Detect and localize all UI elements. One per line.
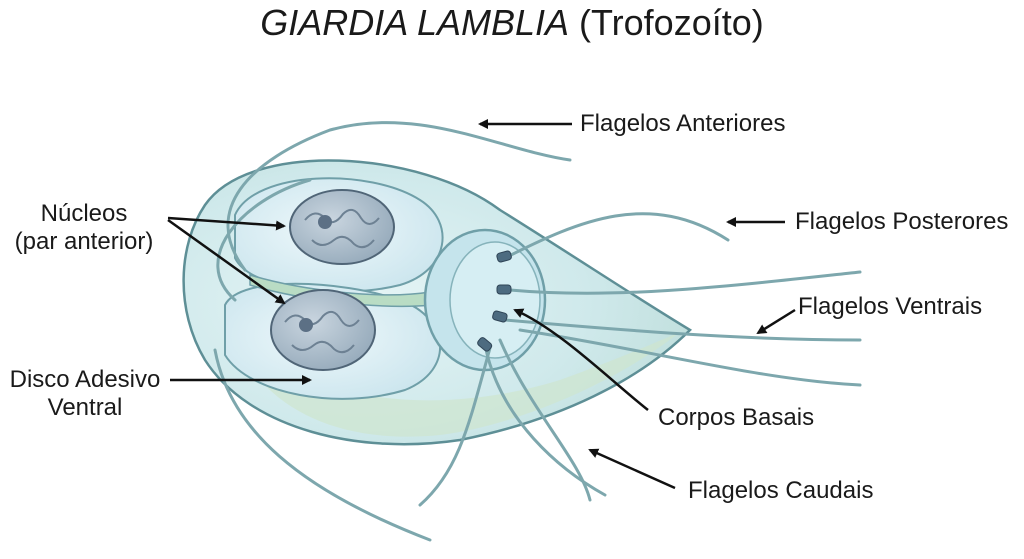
ventral-flagellum-2: [503, 318, 862, 342]
anterior-flagellum-upper: [226, 121, 572, 272]
arrow-nucleos-upper: [167, 216, 286, 231]
ventral-flagellum-3: [518, 328, 862, 387]
label-flagelos-anteriores: Flagelos Anteriores: [580, 110, 786, 137]
label-disco-line1: Disco Adesivo: [9, 366, 161, 393]
title-stage: (Trofozoíto): [579, 2, 764, 43]
caudal-flagellum-2: [418, 346, 492, 507]
label-disco-adesivo: Disco Adesivo Ventral: [0, 366, 170, 422]
caudal-flagellum-4: [498, 338, 592, 502]
anterior-flagellum-lower: [216, 178, 312, 302]
label-nucleos: Núcleos (par anterior): [2, 200, 166, 256]
label-disco-line2: Ventral: [47, 394, 123, 421]
basal-body-region: [423, 228, 547, 372]
title-scientific-name: GIARDIA LAMBLIA: [260, 2, 570, 43]
caudal-flagellum-1: [483, 343, 607, 497]
label-nucleos-line1: Núcleos: [40, 200, 128, 227]
label-corpos-basais: Corpos Basais: [658, 404, 815, 431]
page-title: GIARDIA LAMBLIA (Trofozoíto): [0, 2, 1024, 44]
label-arrows: [167, 119, 796, 490]
ventral-flagellum-1: [508, 270, 862, 295]
label-flagelos-ventrais: Flagelos Ventrais: [798, 293, 983, 320]
label-flagelos-posteriores: Flagelos Posterores: [795, 208, 1009, 235]
basal-bodies: [477, 250, 512, 352]
arrow-flagelos-ventrais: [756, 308, 796, 335]
label-nucleos-line2: (par anterior): [14, 228, 154, 255]
posterior-flagellum: [503, 212, 730, 260]
arrow-flagelos-caudais: [588, 448, 676, 490]
label-flagelos-caudais: Flagelos Caudais: [688, 477, 874, 504]
nucleus-upper: [289, 189, 395, 265]
arrow-corpos-basais: [513, 308, 649, 411]
arrow-nucleos-lower: [167, 218, 286, 305]
nucleus-lower: [270, 289, 376, 371]
flagella: [213, 121, 862, 542]
